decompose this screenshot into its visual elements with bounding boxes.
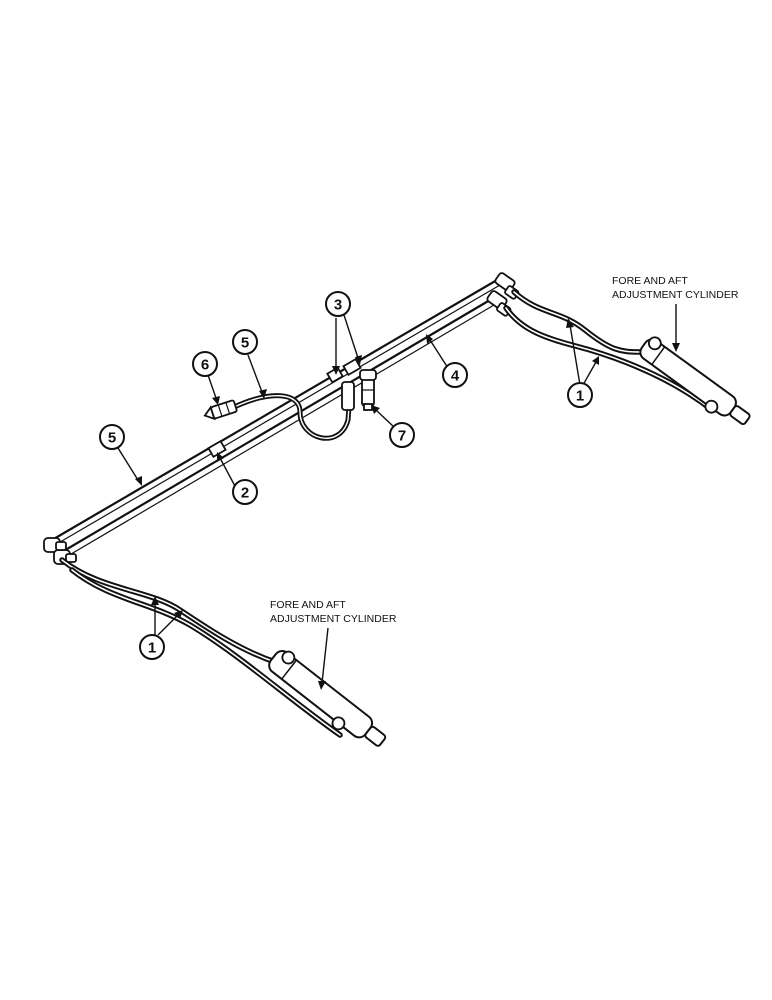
leader-lines — [117, 304, 680, 690]
coupling-3a — [326, 366, 344, 384]
label-left-cylinder-line1: FORE AND AFT — [270, 599, 346, 611]
tube-upper-inner — [54, 284, 501, 546]
left-hoses — [59, 557, 343, 738]
callout-3: 3 — [325, 291, 351, 317]
callout-4: 4 — [442, 362, 468, 388]
coupling-3b — [342, 357, 362, 377]
svg-text:6: 6 — [201, 357, 209, 374]
callout-7: 7 — [389, 422, 415, 448]
coupling-2 — [207, 439, 227, 459]
svg-text:2: 2 — [241, 485, 249, 502]
left-cylinder — [268, 650, 387, 747]
svg-text:5: 5 — [108, 430, 116, 447]
tube-lower-inner — [65, 304, 495, 558]
svg-text:1: 1 — [576, 388, 584, 405]
tee-fitting-7 — [359, 369, 377, 411]
callout-5-lower: 5 — [99, 424, 125, 450]
svg-text:4: 4 — [451, 368, 460, 385]
svg-text:1: 1 — [148, 640, 156, 657]
callout-5-upper: 5 — [232, 329, 258, 355]
svg-text:3: 3 — [334, 297, 342, 314]
label-right-cylinder-line1: FORE AND AFT — [612, 275, 688, 287]
svg-text:5: 5 — [241, 335, 249, 352]
callout-2: 2 — [232, 479, 258, 505]
callout-1-left: 1 — [139, 634, 165, 660]
label-right-cylinder-line2: ADJUSTMENT CYLINDER — [612, 289, 739, 301]
svg-text:7: 7 — [398, 428, 406, 445]
callout-6: 6 — [192, 351, 218, 377]
callout-1-right: 1 — [567, 382, 593, 408]
tube-lower — [60, 297, 508, 554]
right-hoses — [503, 289, 715, 413]
center-hose-assembly — [203, 369, 377, 441]
label-left-cylinder-line2: ADJUSTMENT CYLINDER — [270, 613, 397, 625]
right-cylinder — [639, 336, 751, 425]
main-tube-assembly — [50, 277, 516, 558]
valve-tip-6 — [203, 399, 238, 421]
